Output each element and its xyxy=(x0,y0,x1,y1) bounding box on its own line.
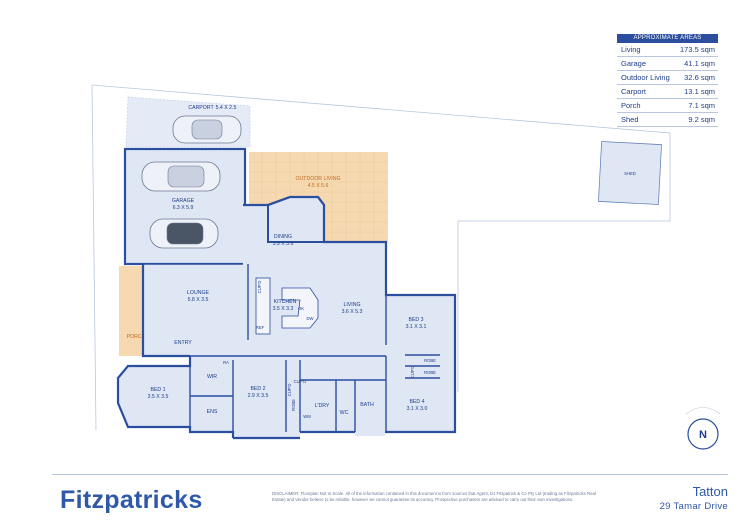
ok-label: OK xyxy=(298,306,304,311)
outdoor-label: OUTDOOR LIVING xyxy=(296,176,341,182)
bed1-label: BED 1 xyxy=(151,387,166,393)
laundry-label: L'DRY xyxy=(315,403,330,409)
carport-label: CARPORT xyxy=(188,105,214,111)
garage-label: GARAGE xyxy=(172,198,195,204)
brand-logo: Fitzpatricks xyxy=(60,486,203,514)
garage-dims: 6.3 X 5.9 xyxy=(173,205,194,211)
bed4-label: BED 4 xyxy=(410,399,425,405)
ens-label: ENS xyxy=(207,409,218,415)
lounge-label: LOUNGE xyxy=(187,290,209,296)
wm-label: WM xyxy=(303,414,311,419)
wir-label: WIR xyxy=(207,374,217,380)
ra-label: RA xyxy=(223,360,229,365)
cupboard-label: CUP'D xyxy=(410,366,415,379)
shed-room xyxy=(598,141,662,205)
north-compass-icon: N xyxy=(685,407,721,450)
carport-dims: 5.4 X 2.5 xyxy=(216,105,237,111)
dw-label: DW xyxy=(307,316,314,321)
property-boundary xyxy=(91,84,671,392)
kitchen-dims: 3.5 X 3.3 xyxy=(273,306,294,312)
dining-dims: 3.9 X 3.6 xyxy=(273,241,294,247)
kitchen-bench xyxy=(255,277,319,335)
lounge-dims: 5.8 X 3.5 xyxy=(188,297,209,303)
entry-label: ENTRY xyxy=(174,340,192,346)
bath-label: BATH xyxy=(360,402,374,408)
porch-area xyxy=(119,266,143,356)
dining-label: DINING xyxy=(274,234,292,240)
bed4-dims: 3.1 X 3.0 xyxy=(407,406,428,412)
disclaimer-text: DISCLAIMER: Floorplan Not to Scale. All … xyxy=(272,491,596,502)
floor-plan: SHED CARPORT 5.4 X 2.5 OUTDOOR LIVING 4.… xyxy=(91,84,721,450)
street-address: 29 Tamar Drive xyxy=(659,501,728,512)
bed3-label: BED 3 xyxy=(409,317,424,323)
living-dims: 3.6 X 5.3 xyxy=(342,309,363,315)
wc-label: WC xyxy=(340,410,349,416)
living-label: LIVING xyxy=(343,302,360,308)
bed1-dims: 3.5 X 3.5 xyxy=(148,394,169,400)
cupboard-label: CUP'D xyxy=(257,281,262,294)
robe-label: ROBE xyxy=(424,370,436,375)
robe-label: ROBE xyxy=(291,399,296,411)
areas-header: APPROXIMATE AREAS xyxy=(617,34,718,43)
cupboard-label: CUP'D xyxy=(294,379,307,384)
bed2-dims: 2.9 X 3.5 xyxy=(248,393,269,399)
ref-label: REF xyxy=(256,325,265,330)
robe-label: ROBE xyxy=(424,358,436,363)
car-icon xyxy=(149,218,219,249)
car-icon xyxy=(141,161,221,192)
porch-label: PORCH xyxy=(127,334,146,340)
suburb-name: Tatton xyxy=(692,484,728,499)
outdoor-dims: 4.5 X 5.6 xyxy=(308,183,329,189)
compass-label: N xyxy=(699,429,707,441)
kitchen-label: KITCHEN xyxy=(274,299,297,305)
shed-label: SHED xyxy=(624,171,636,176)
footer-divider xyxy=(52,474,728,475)
cupboard-label: CUP'D xyxy=(287,384,292,397)
bed2-label: BED 2 xyxy=(251,386,266,392)
bed3-dims: 3.1 X 3.1 xyxy=(406,324,427,330)
car-icon xyxy=(172,115,242,144)
